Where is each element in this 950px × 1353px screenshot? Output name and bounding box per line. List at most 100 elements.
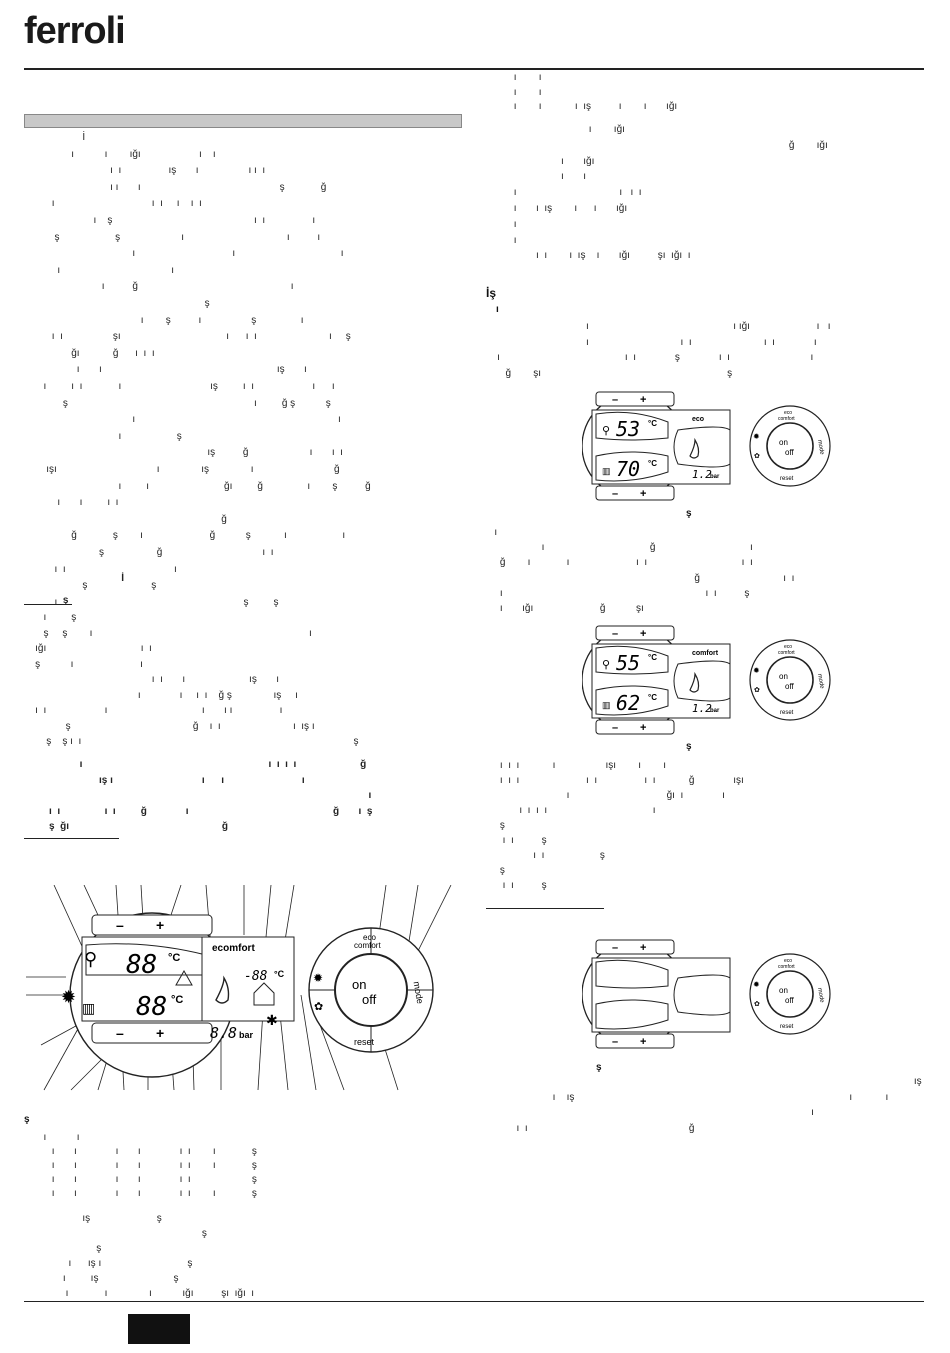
tap-icon: ⚲ (602, 659, 610, 671)
plus-button: + (640, 722, 646, 734)
warning-icon (175, 969, 193, 986)
outside-temp: -88 (244, 969, 268, 984)
mode-area (673, 426, 731, 468)
plus-button: + (640, 488, 646, 500)
text-line: ğı ğ ı ı ı (24, 347, 155, 359)
radiator-icon: ✿ (754, 453, 760, 460)
text-line: ı ı ı (24, 563, 177, 575)
section2-subheading: ş (24, 595, 69, 606)
text-line: ış (486, 1076, 922, 1087)
ring-reset: reset (780, 1024, 794, 1030)
text-line: ı ş (24, 430, 182, 442)
text-line: ı ı ğ (486, 1122, 695, 1134)
text-line: ı ı ı ı ı ı ı ş (24, 1188, 257, 1199)
text-line: ığı ı ı (24, 643, 152, 654)
dhw-arc (595, 959, 669, 989)
section2-heading: İ (24, 573, 125, 584)
text-line: ı ı ı ı ğ ş ış ı (24, 689, 298, 701)
text-line: İ (24, 132, 86, 143)
text-line: ı ı ış ı (24, 364, 307, 376)
text-line: ı ı ış ı ı ığı (486, 203, 628, 214)
text-line: ı ı ı (24, 248, 344, 260)
outside-unit: °C (274, 969, 285, 979)
minus-button: – (612, 488, 618, 500)
text-line: ı ı (486, 171, 587, 183)
ring-mode: mode (816, 439, 825, 455)
ring-mode: mode (816, 987, 825, 1003)
sun-icon-ring: ✹ (313, 971, 323, 985)
text-line: ı ı (24, 264, 175, 276)
text-line: ı ı ı ı ı ı ı ğ ışı (486, 775, 744, 786)
section2-underline (24, 604, 72, 605)
page-number-box (128, 1314, 190, 1344)
text-line: ı ı (24, 1132, 80, 1143)
heat-minus: – (116, 1025, 124, 1041)
pressure-unit: bar (710, 474, 720, 480)
text-line: ı ı ı ı (24, 497, 119, 509)
text-line: ı ı (486, 72, 542, 83)
text-line: ı ş ı ı ı (24, 215, 316, 226)
text-line: ı ı ı ı ı ı ı ş (24, 1146, 257, 1157)
dhw-arc (595, 411, 669, 441)
text-line: ş (486, 865, 505, 876)
plus-button: + (640, 628, 646, 640)
control-panel-diagram: – + – + 88 °C 88 °C ecomfort -88 °C 8.8 … (26, 885, 452, 1091)
pressure-display: 1.2 (692, 468, 712, 481)
text-line: ı ı ş (486, 880, 547, 891)
off-figure-caption: ş (596, 1062, 602, 1073)
text-line: ı ğı ı ı (486, 790, 725, 801)
right-subheading-underline (486, 908, 604, 909)
plus-button: + (640, 1036, 646, 1048)
text-line: ı ı ı ı (486, 187, 642, 199)
text-line: ı ı ığı ı ı (486, 321, 831, 332)
snowflake-icon: ✱ (266, 1012, 278, 1028)
sun-icon: ✹ (753, 666, 760, 675)
minus-button: – (612, 942, 618, 954)
text-line: ğ (24, 513, 227, 525)
ring-reset: reset (780, 710, 794, 716)
text-line: ı ı (24, 414, 341, 426)
eco-figure-caption: ş (686, 508, 692, 519)
heat-temp-display: 70 (616, 457, 640, 481)
minus-button: – (612, 394, 618, 406)
text-line: ı ı ı ş ğ (24, 181, 327, 193)
text-line: ı ş ş (24, 596, 279, 608)
text-line: ş (486, 820, 505, 831)
dhw-unit: °C (168, 952, 180, 964)
ring-eco: eco (784, 644, 792, 650)
radiator-icon: ▥ (82, 1000, 95, 1016)
text-line: ı ı ı ı ı ı ş (24, 1174, 257, 1185)
heat-arc (595, 999, 669, 1030)
text-line: ı ı ı ı ı ı ı ş (24, 1160, 257, 1171)
tap-icon: ⚲ (602, 425, 610, 437)
knob-center (766, 656, 814, 704)
ring-eco: eco (784, 410, 792, 416)
text-line: ış ş (24, 1213, 162, 1224)
dhw-temp-display: 55 (616, 651, 640, 675)
pressure-display: 8.8 (210, 1024, 237, 1042)
top-button-bar (595, 939, 675, 955)
text-line: ı ığı (486, 124, 625, 135)
dhw-temp-display: 53 (616, 417, 640, 441)
knob-off: off (785, 682, 795, 691)
text-line: ğ şı ş (486, 367, 733, 379)
heat-arc (595, 451, 669, 482)
text-line: ş ş ı ı ş (24, 736, 359, 747)
dhw-plus: + (156, 917, 164, 933)
text-line: ış ğ ı ı ı (24, 447, 343, 459)
text-line: ışı ı ış ı ğ (24, 464, 340, 475)
text-line: ş ş ı ı ı (24, 231, 321, 243)
knob-off: off (785, 996, 795, 1005)
text-line: ı ı ş (486, 835, 547, 846)
panel_comfort-svg: –+–+⚲55°C▥62°Ccomfort1.2baronoffecocomfo… (582, 625, 831, 735)
figure1-caption: ş (24, 1114, 30, 1125)
text-line: ş ğ ı ı (24, 547, 274, 558)
ring-mode: mode (412, 981, 426, 1005)
text-line: ş ş ı ı (24, 627, 312, 639)
text-line: ı ı ı ı ışı ı ı (486, 760, 667, 771)
knob-on: on (779, 672, 788, 681)
text-line: ı ı ı ı ı ı (24, 198, 330, 210)
flame-icon (689, 671, 700, 693)
flame-icon (215, 975, 230, 1004)
minus-button: – (612, 1036, 618, 1048)
